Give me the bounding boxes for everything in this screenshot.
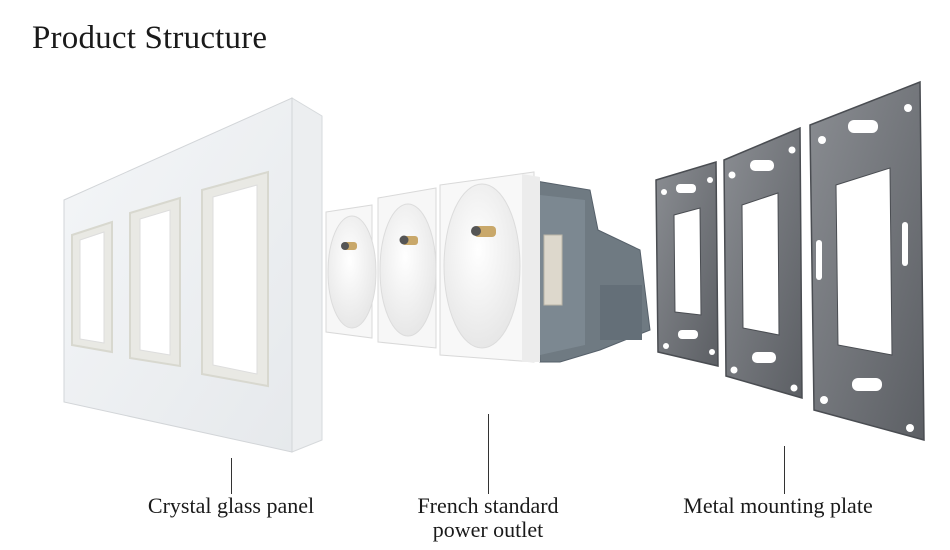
outlet-label-line1: French standard	[417, 493, 559, 518]
outlet-3	[439, 171, 651, 363]
panel-frame-3	[201, 170, 269, 388]
mounting-plate-2	[723, 126, 803, 400]
outlet-2	[377, 187, 437, 349]
plate-label: Metal mounting plate	[683, 493, 873, 518]
french-power-outlets	[325, 171, 651, 363]
outlet-1	[325, 204, 377, 339]
mounting-plate-3	[809, 80, 925, 441]
outlet-label-line2: power outlet	[432, 517, 544, 542]
metal-mounting-plates	[655, 80, 925, 441]
outlet-label: French standard power outlet	[370, 494, 606, 542]
outlet-leader-line	[488, 414, 489, 494]
mounting-plate-1	[655, 160, 719, 367]
panel-label: Crystal glass panel	[147, 493, 315, 518]
panel-leader-line	[231, 458, 232, 494]
crystal-glass-panel	[63, 97, 323, 453]
panel-frame-1	[71, 220, 113, 354]
plate-leader-line	[784, 446, 785, 494]
panel-frame-2	[129, 196, 181, 368]
page-title: Product Structure	[32, 20, 268, 56]
